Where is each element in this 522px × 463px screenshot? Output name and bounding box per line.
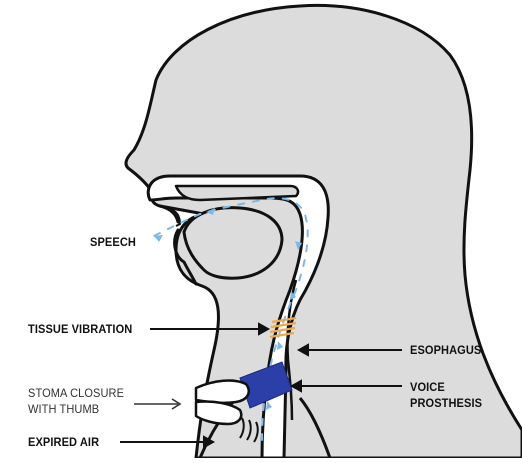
label-stoma-closure-line2: WITH THUMB — [28, 402, 99, 416]
label-tissue-vibration: TISSUE VIBRATION — [28, 322, 132, 336]
label-expired-air: EXPIRED AIR — [28, 435, 99, 449]
label-speech: SPEECH — [90, 235, 136, 249]
stoma-closure-leader — [134, 399, 180, 409]
label-stoma-closure-line1: STOMA CLOSURE — [28, 386, 124, 400]
label-esophagus: ESOPHAGUS — [410, 343, 481, 357]
palate — [176, 186, 298, 200]
airflow-arrow-1 — [154, 235, 163, 242]
label-voice-prosthesis-line1: VOICE — [410, 380, 445, 394]
label-voice-prosthesis-line2: PROSTHESIS — [410, 396, 482, 410]
